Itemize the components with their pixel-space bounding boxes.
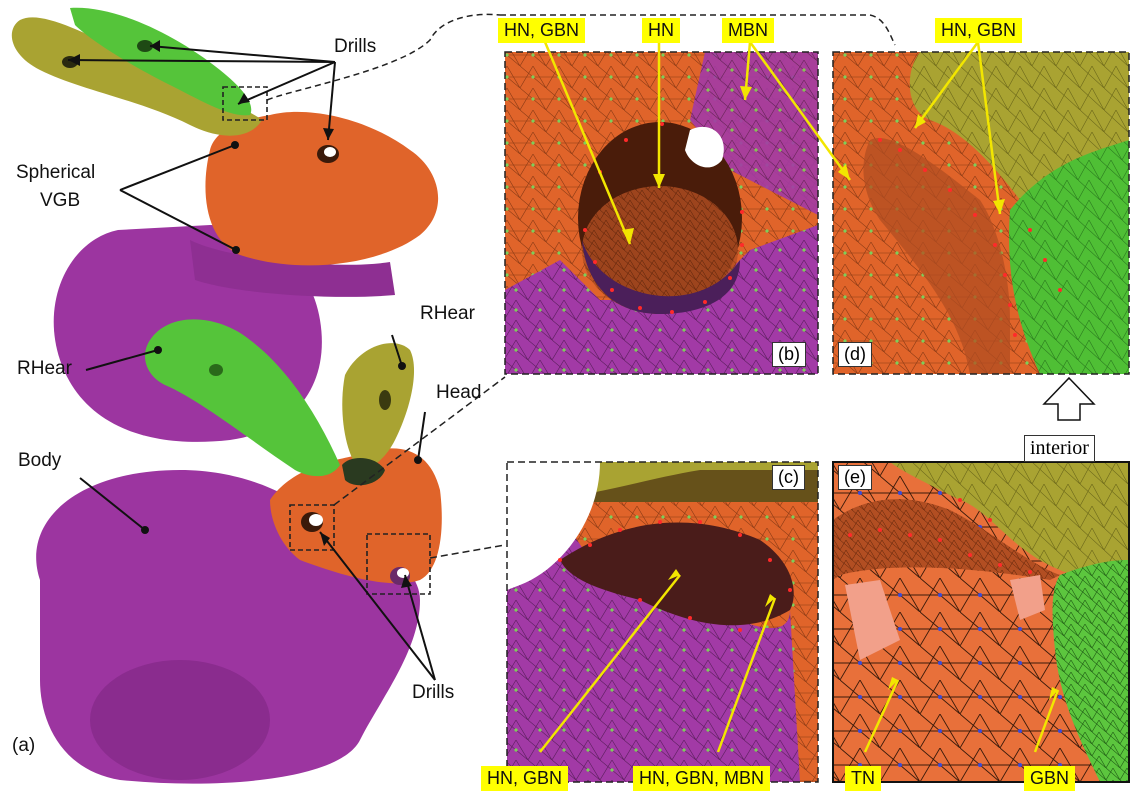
label-rhear-right: RHear: [420, 303, 475, 324]
label-drills-top: Drills: [334, 36, 377, 57]
node-dots-red: [558, 122, 1062, 632]
panel-arrows-yellow: [539, 41, 1060, 753]
bunny-top: [11, 7, 439, 442]
tag-c-hn-gbn-mbn: HN, GBN, MBN: [633, 766, 771, 791]
panel-label-e: (e): [838, 465, 872, 490]
interior-label: interior: [1024, 435, 1095, 462]
tag-e-tn: TN: [845, 766, 881, 791]
tag-c-hn-gbn: HN, GBN: [481, 766, 569, 791]
tag-b-hn-gbn: HN, GBN: [498, 18, 586, 43]
zoom-box-drill-right: [366, 533, 431, 595]
zoom-box-drill-left: [289, 504, 335, 551]
label-vgb: VGB: [40, 190, 81, 211]
label-spherical: Spherical: [16, 162, 96, 183]
label-rhear-left: RHear: [17, 358, 72, 379]
tag-b-mbn: MBN: [722, 18, 774, 43]
panel-d: [832, 51, 1130, 375]
interior-arrow: [1042, 376, 1096, 421]
tag-d-hn-gbn: HN, GBN: [935, 18, 1023, 43]
panel-e: [832, 461, 1130, 783]
tag-e-gbn: GBN: [1024, 766, 1076, 791]
panel-a-leaders: [67, 45, 436, 681]
label-drills-bottom: Drills: [412, 682, 455, 703]
label-head: Head: [436, 382, 482, 403]
panel-label-b: (b): [772, 342, 806, 367]
panel-label-a: (a): [12, 735, 36, 756]
panel-b: [504, 51, 819, 375]
zoom-box-ear: [222, 86, 268, 121]
label-body: Body: [18, 450, 62, 471]
panel-label-c: (c): [772, 465, 805, 490]
tag-b-hn: HN: [642, 18, 680, 43]
panel-label-d: (d): [838, 342, 872, 367]
